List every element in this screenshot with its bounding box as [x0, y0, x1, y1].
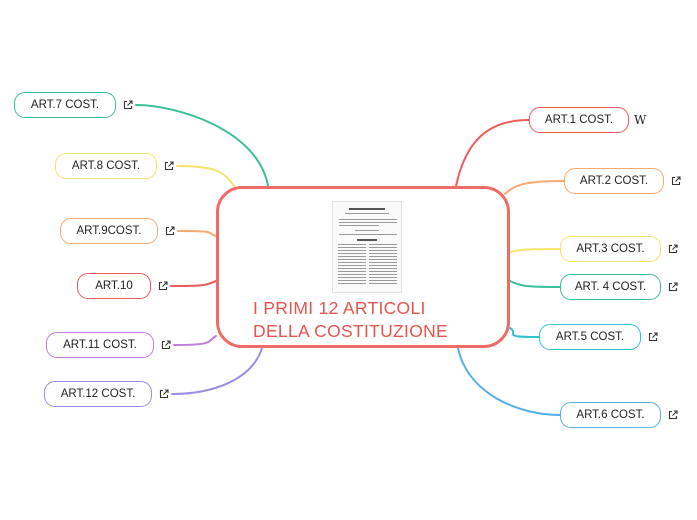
connector-art1: [455, 119, 530, 187]
node-art1[interactable]: ART.1 COST.: [529, 107, 629, 133]
node-label: ART.9COST.: [76, 225, 142, 237]
node-art8[interactable]: ART.8 COST.: [55, 153, 157, 179]
node-label: ART. 4 COST.: [574, 281, 647, 293]
wikipedia-icon[interactable]: W: [634, 113, 647, 127]
node-label: ART.3 COST.: [576, 243, 645, 255]
node-label: ART.1 COST.: [544, 114, 614, 126]
node-label: ART.2 COST.: [579, 175, 649, 187]
connector-art8: [176, 165, 235, 187]
connector-art5: [509, 327, 540, 338]
node-art10[interactable]: ART.10: [77, 273, 151, 299]
external-link-icon[interactable]: [160, 338, 172, 350]
node-label: ART.10: [95, 280, 133, 292]
connector-art12: [171, 347, 263, 395]
node-label: ART.6 COST.: [576, 409, 645, 421]
external-link-icon[interactable]: [647, 330, 659, 342]
node-label: ART.7 COST.: [30, 99, 100, 111]
connector-art10: [170, 280, 217, 287]
external-link-icon[interactable]: [158, 387, 170, 399]
central-topic[interactable]: I PRIMI 12 ARTICOLI DELLA COSTITUZIONE: [216, 186, 510, 348]
external-link-icon[interactable]: [667, 408, 679, 420]
node-label: ART.12 COST.: [60, 388, 136, 400]
connector-art2: [504, 180, 565, 195]
node-art11[interactable]: ART.11 COST.: [46, 332, 154, 358]
connector-art7: [135, 104, 269, 187]
external-link-icon[interactable]: [667, 280, 679, 292]
node-art9[interactable]: ART.9COST.: [60, 218, 158, 244]
central-topic-title: I PRIMI 12 ARTICOLI DELLA COSTITUZIONE: [253, 298, 449, 341]
node-label: ART.5 COST.: [555, 331, 625, 343]
node-art6[interactable]: ART.6 COST.: [560, 402, 661, 428]
external-link-icon[interactable]: [667, 242, 679, 254]
node-art2[interactable]: ART.2 COST.: [564, 168, 664, 194]
external-link-icon[interactable]: [164, 224, 176, 236]
external-link-icon[interactable]: [157, 279, 169, 291]
connector-art11: [173, 335, 217, 346]
external-link-icon[interactable]: [670, 174, 682, 186]
connector-art6: [457, 347, 561, 416]
node-label: ART.11 COST.: [63, 339, 137, 351]
node-art3[interactable]: ART.3 COST.: [560, 236, 661, 262]
constitution-document-image: [332, 201, 402, 293]
node-art7[interactable]: ART.7 COST.: [14, 92, 116, 118]
connector-art9: [177, 230, 217, 237]
external-link-icon[interactable]: [163, 159, 175, 171]
external-link-icon[interactable]: [122, 98, 134, 110]
node-art12[interactable]: ART.12 COST.: [44, 381, 152, 407]
connector-art3: [509, 248, 561, 253]
node-art4[interactable]: ART. 4 COST.: [560, 274, 661, 300]
connector-art4: [509, 280, 561, 288]
node-label: ART.8 COST.: [71, 160, 141, 172]
node-art5[interactable]: ART.5 COST.: [539, 324, 641, 350]
